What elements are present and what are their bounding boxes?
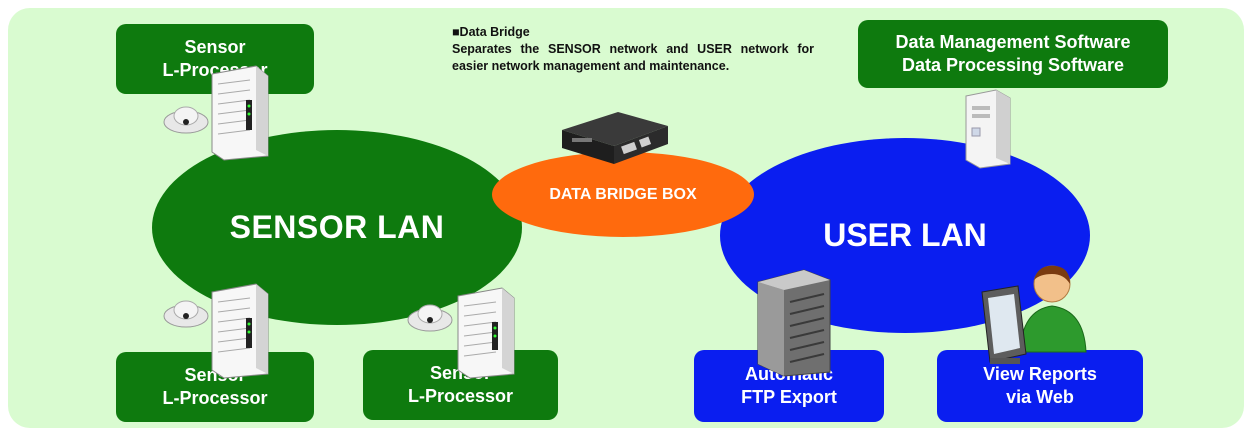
data-bridge-note: ■Data Bridge Separates the SENSOR networ… bbox=[452, 24, 814, 75]
sensor-box-line2: L-Processor bbox=[407, 386, 514, 406]
reports-line2: via Web bbox=[1006, 387, 1074, 407]
l-processor-device-icon bbox=[211, 283, 269, 379]
software-line2: Data Processing Software bbox=[901, 55, 1125, 75]
reports-line1: View Reports bbox=[983, 364, 1097, 384]
ftp-server-tower-icon bbox=[757, 269, 831, 377]
view-reports-box: View Reports via Web bbox=[937, 350, 1143, 422]
data-bridge-device-icon bbox=[562, 112, 668, 164]
note-heading: ■Data Bridge bbox=[452, 25, 530, 39]
note-body: Separates the SENSOR network and USER ne… bbox=[452, 42, 814, 73]
user-lan-label: USER LAN bbox=[823, 217, 987, 253]
server-icon bbox=[965, 89, 1011, 169]
data-bridge-ellipse: DATA BRIDGE BOX bbox=[492, 152, 754, 237]
software-line1: Data Management Software bbox=[895, 32, 1131, 52]
software-box: Data Management Software Data Processing… bbox=[858, 20, 1168, 88]
sensor-box-line1: Sensor bbox=[184, 37, 246, 57]
data-bridge-label: DATA BRIDGE BOX bbox=[549, 185, 697, 203]
l-processor-device-icon bbox=[457, 287, 515, 379]
user-at-monitor-icon bbox=[981, 265, 1087, 364]
ftp-line2: FTP Export bbox=[741, 387, 837, 407]
ceiling-sensor-icon bbox=[407, 304, 453, 332]
sensor-box-line2: L-Processor bbox=[162, 388, 268, 408]
sensor-lan-label: SENSOR LAN bbox=[229, 209, 445, 245]
ceiling-sensor-icon bbox=[163, 106, 209, 134]
l-processor-device-icon bbox=[211, 65, 269, 161]
ceiling-sensor-icon bbox=[163, 300, 209, 328]
